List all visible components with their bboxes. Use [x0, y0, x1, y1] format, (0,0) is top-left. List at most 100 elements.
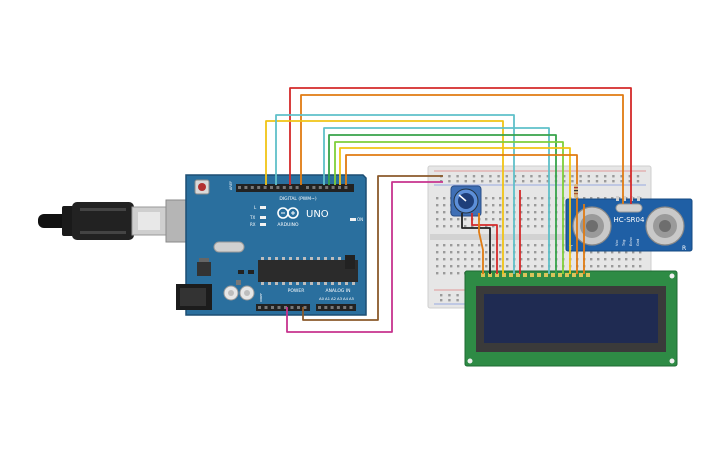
rail-hole	[440, 299, 443, 302]
rail-hole	[505, 175, 508, 178]
breadboard-hole	[485, 225, 488, 228]
led-on-label: ON	[357, 217, 363, 222]
breadboard-hole	[443, 197, 446, 200]
analog-header-strip	[316, 304, 356, 311]
header-pin	[244, 186, 248, 189]
sensor-pin	[637, 196, 640, 201]
breadboard-hole	[443, 265, 446, 268]
breadboard-hole	[506, 265, 509, 268]
breadboard-hole	[520, 204, 523, 207]
breadboard-hole	[611, 197, 614, 200]
breadboard-hole	[625, 258, 628, 261]
wires	[265, 87, 632, 333]
rail-hole	[448, 299, 451, 302]
rail-hole	[530, 180, 533, 183]
rail-hole	[563, 175, 566, 178]
breadboard-hole	[485, 211, 488, 214]
bottom-header-pins	[258, 306, 353, 309]
breadboard-hole	[604, 265, 607, 268]
rail-hole	[448, 175, 451, 178]
lcd-pin	[523, 273, 527, 277]
led-l-label: L	[254, 205, 257, 210]
breadboard-hole	[506, 211, 509, 214]
chip-pin	[345, 282, 348, 285]
header-pin	[330, 306, 334, 309]
breadboard-hole	[436, 265, 439, 268]
breadboard-hole	[597, 251, 600, 254]
breadboard-hole	[541, 211, 544, 214]
breadboard-hole	[639, 197, 642, 200]
rail-hole	[628, 180, 631, 183]
breadboard-hole	[464, 265, 467, 268]
header-pin	[324, 306, 328, 309]
digital-header-label: DIGITAL (PWM~)	[279, 196, 317, 202]
breadboard-hole	[478, 251, 481, 254]
breadboard-hole	[590, 265, 593, 268]
breadboard-hole	[625, 251, 628, 254]
led-tx	[260, 216, 266, 219]
breadboard-hole	[492, 197, 495, 200]
breadboard-hole	[618, 197, 621, 200]
breadboard-hole	[443, 251, 446, 254]
lcd-pin	[572, 273, 576, 277]
sensor-pin-label: Trig	[622, 240, 626, 247]
header-pin	[277, 306, 281, 309]
chip-pin	[331, 257, 334, 260]
chip-pin	[282, 257, 285, 260]
breadboard-hole	[492, 251, 495, 254]
chip-pin	[338, 282, 341, 285]
board-brand: UNO	[306, 209, 329, 220]
rail-hole	[571, 180, 574, 183]
breadboard-hole	[471, 225, 474, 228]
led-l	[260, 206, 266, 209]
chip-pin	[275, 257, 278, 260]
rail-hole	[636, 175, 640, 178]
breadboard-hole	[639, 258, 642, 261]
breadboard-hole	[450, 258, 453, 261]
analog-pin-label: A3	[337, 296, 343, 301]
rail-hole	[489, 180, 492, 183]
breadboard-hole	[450, 225, 453, 228]
breadboard-hole	[436, 225, 439, 228]
header-pin	[325, 186, 329, 189]
rail-hole	[464, 180, 467, 183]
rail-hole	[522, 180, 525, 183]
breadboard-hole	[590, 258, 593, 261]
breadboard-hole	[625, 265, 628, 268]
rail-hole	[464, 175, 467, 178]
rail-hole	[522, 175, 525, 178]
analog-pin-label: A2	[331, 296, 337, 301]
lcd-pin	[544, 273, 548, 277]
breadboard-hole	[590, 251, 593, 254]
breadboard-hole	[436, 251, 439, 254]
breadboard-hole	[527, 218, 530, 221]
header-pin	[271, 306, 274, 309]
usb-cable	[38, 199, 195, 243]
chip-pin	[282, 282, 285, 285]
rail-hole	[636, 180, 640, 183]
breadboard-hole	[464, 225, 467, 228]
breadboard-hole	[506, 218, 509, 221]
rail-hole	[620, 180, 623, 183]
rail-hole	[595, 175, 599, 178]
header-pin	[290, 306, 294, 309]
breadboard-hole	[604, 251, 607, 254]
breadboard-hole	[436, 197, 439, 200]
chip-pin	[310, 257, 313, 260]
breadboard-hole	[499, 211, 502, 214]
breadboard-hole	[520, 211, 523, 214]
breadboard-hole	[436, 218, 439, 221]
header-pin	[295, 186, 299, 189]
breadboard-hole	[520, 265, 523, 268]
breadboard-hole	[541, 265, 544, 268]
breadboard-hole	[520, 251, 523, 254]
breadboard-hole	[499, 251, 502, 254]
breadboard-hole	[520, 218, 523, 221]
potentiometer[interactable]	[450, 185, 482, 217]
rail-hole	[497, 175, 500, 178]
led-tx-label: TX	[249, 215, 255, 220]
breadboard-hole	[450, 218, 453, 221]
lcd-pin	[579, 273, 583, 277]
header-pin	[312, 186, 316, 189]
analog-header-label: ANALOG IN	[325, 288, 350, 294]
